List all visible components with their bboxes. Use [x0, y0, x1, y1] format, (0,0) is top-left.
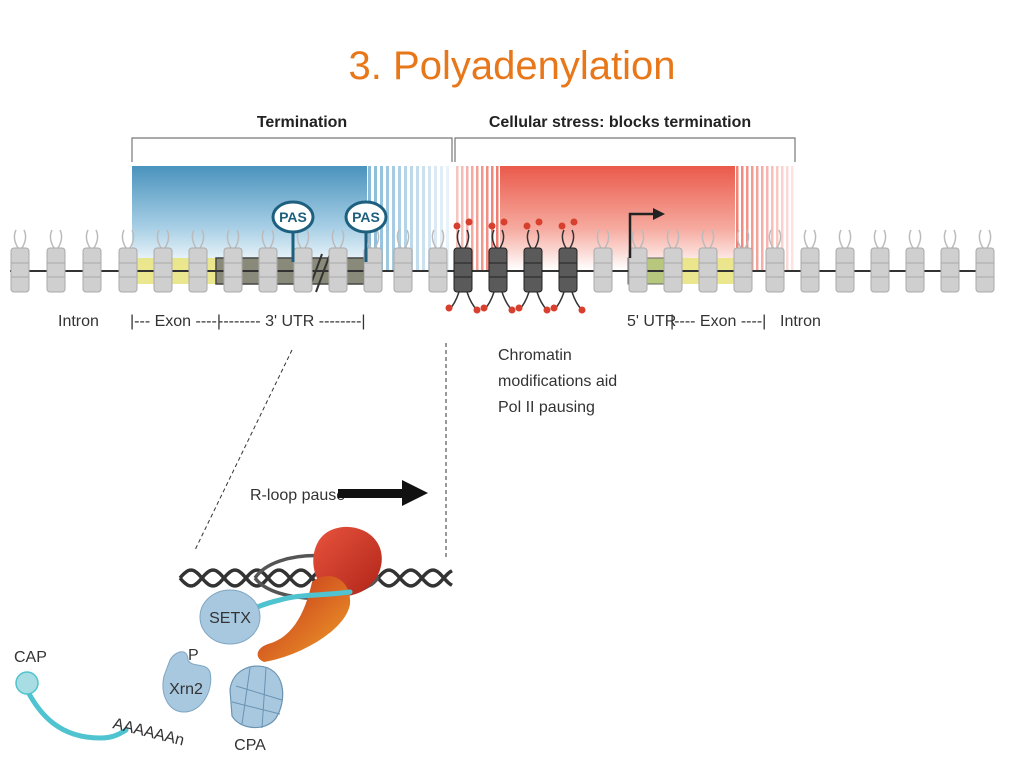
chromatin-note-line-3: Pol II pausing [498, 399, 595, 416]
nucleosome-icon [940, 229, 960, 293]
nucleosome-icon [628, 229, 648, 293]
nucleosome-icon [870, 229, 890, 293]
nucleosome-icon [223, 229, 243, 293]
cpa-protein: CPA [229, 665, 284, 754]
polya-tail-label: AAAAAAn [111, 715, 186, 749]
xrn2-protein: Xrn2 [162, 651, 212, 713]
nucleosome-icon [46, 229, 66, 293]
nucleosome-icon [258, 229, 278, 293]
nucleosome-icon [698, 229, 718, 293]
xrn2-label: Xrn2 [169, 681, 203, 698]
nucleosome-icon [905, 229, 925, 293]
chromatin-note-line-2: modifications aid [498, 373, 617, 390]
nucleosome-icon [835, 229, 855, 293]
cap-label: CAP [14, 649, 47, 666]
pas-marker-1: PAS [271, 200, 315, 262]
nucleosome-icon [428, 229, 448, 293]
nucleosome-icon [765, 229, 785, 293]
stress-bracket [454, 137, 796, 162]
chromatin-note-line-1: Chromatin [498, 347, 572, 364]
nucleosome-icon [82, 229, 102, 293]
nucleosome-icon [363, 229, 383, 293]
nucleosome-icon [515, 218, 551, 314]
termination-header: Termination [257, 114, 347, 131]
exon-right-label: |---- Exon ----| [670, 313, 766, 330]
exon-left-label: |--- Exon ----| [130, 313, 221, 330]
slide-title: 3. Polyadenylation [348, 44, 676, 88]
pas-label-1: PAS [279, 209, 307, 225]
nucleosome-icon [445, 218, 481, 314]
cpa-label: CPA [234, 737, 266, 754]
zoom-line-left [194, 349, 293, 551]
nucleosome-icon [975, 229, 995, 293]
transcription-start-arrow-icon [628, 208, 665, 258]
nucleosome-icon [663, 229, 683, 293]
rloop-label: R-loop pause [250, 487, 345, 504]
nucleosome-icon [800, 229, 820, 293]
termination-bracket [131, 137, 453, 162]
nucleosome-icon [118, 229, 138, 293]
nucleosome-icon [153, 229, 173, 293]
pol-ii-complex [257, 526, 382, 662]
pas-marker-2: PAS [344, 200, 388, 262]
nucleosome-icon [733, 229, 753, 293]
utr3-label: -------- 3' UTR --------| [218, 313, 366, 330]
arrow-right-icon [338, 480, 428, 506]
utr5-label: 5' UTR [627, 313, 676, 330]
nucleosome-icon [328, 229, 348, 293]
pas-label-2: PAS [352, 209, 380, 225]
setx-label: SETX [209, 610, 251, 627]
nucleosome-icon [550, 218, 586, 314]
nucleosome-icon [480, 218, 516, 314]
nucleosome-track [10, 218, 995, 314]
stress-fade-stripes [456, 166, 794, 270]
phosphate-label: P [188, 647, 199, 664]
setx-protein: SETX [199, 589, 261, 645]
nucleosome-icon [393, 229, 413, 293]
nucleosome-icon [593, 229, 613, 293]
intron-left-label: Intron [58, 313, 99, 330]
nucleosome-icon [188, 229, 208, 293]
nucleosome-icon [10, 229, 30, 293]
nucleosome-icon [293, 229, 313, 293]
chromatin-note: Chromatin modifications aid Pol II pausi… [498, 347, 617, 416]
intron-right-label: Intron [780, 313, 821, 330]
stress-header: Cellular stress: blocks termination [489, 114, 751, 131]
